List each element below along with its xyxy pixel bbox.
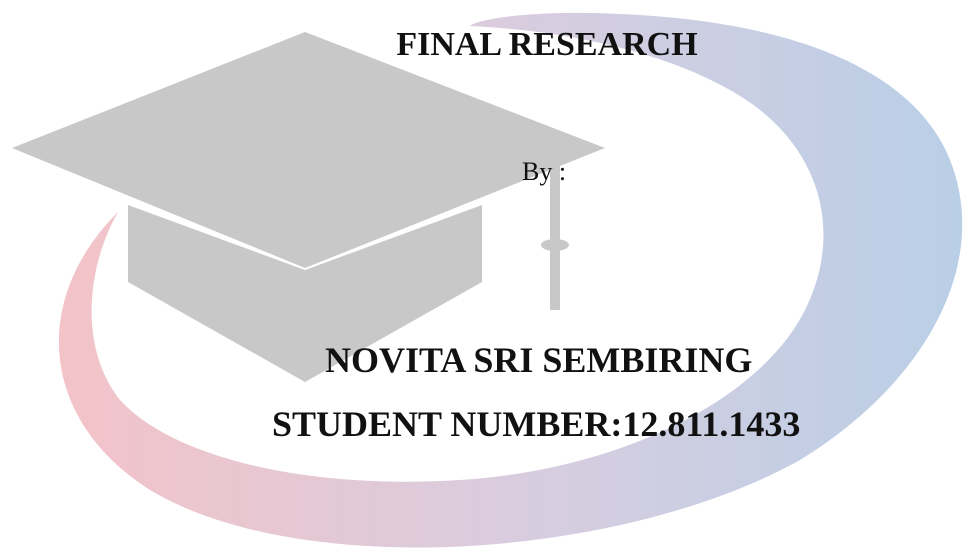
student-number: STUDENT NUMBER:12.811.1433: [272, 404, 801, 444]
graduation-cap-icon: [12, 32, 605, 382]
cap-base: [128, 205, 482, 382]
cap-tassel-knot: [541, 239, 569, 251]
document-title: FINAL RESEARCH: [396, 26, 698, 63]
by-label: By :: [522, 157, 567, 186]
cap-tassel-cord: [550, 150, 560, 310]
author-name: NOVITA SRI SEMBIRING: [325, 340, 753, 380]
cap-board: [12, 32, 605, 268]
swoosh-ribbon: [58, 12, 963, 548]
